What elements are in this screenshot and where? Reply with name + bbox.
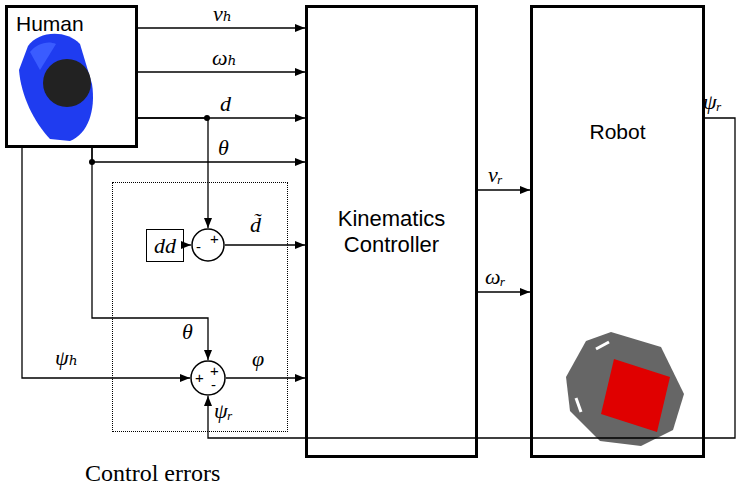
- robot-chassis: [566, 332, 684, 446]
- signal-label: ψᵣ: [214, 400, 233, 422]
- reference-name: dd: [154, 235, 176, 257]
- robot-top: [601, 359, 670, 432]
- signal-label: ψₕ: [55, 347, 78, 369]
- human-body: [19, 34, 93, 141]
- signal-label: ωₕ: [212, 47, 237, 69]
- region-heading: Control errors: [85, 461, 220, 485]
- signal-line: [138, 118, 208, 228]
- sign: +: [210, 231, 219, 246]
- human-box: Human: [5, 5, 138, 148]
- node-title: Robot: [533, 120, 702, 144]
- junction-circle: [192, 229, 224, 261]
- signal-label: θ: [218, 137, 229, 159]
- signal-label: d̃: [250, 214, 261, 236]
- robot-figure: [566, 332, 684, 446]
- robot-mark: [596, 342, 609, 349]
- summing-junction: +-: [191, 228, 225, 262]
- signal-line: [184, 244, 191, 245]
- sign: +: [210, 363, 219, 378]
- signal-line: [226, 377, 305, 378]
- sign: -: [211, 377, 216, 392]
- node-title: Kinematics Controller: [308, 206, 475, 257]
- signal-label: vₕ: [213, 3, 232, 25]
- signal-label: φ: [252, 348, 264, 370]
- signal-label: θ: [182, 321, 193, 343]
- robot-box: Robot: [530, 5, 705, 458]
- robot-mark: [576, 398, 581, 412]
- signal-label: d: [220, 93, 231, 115]
- signal-label: ωᵣ: [485, 266, 506, 288]
- signal-line: [92, 148, 305, 162]
- signal-line: [138, 27, 305, 28]
- reference-box: dd: [146, 229, 184, 262]
- summing-junction: + +-: [190, 360, 226, 396]
- signal-label: ψᵣ: [703, 91, 722, 113]
- junction-circle: [191, 361, 225, 395]
- signal-line: [92, 148, 208, 360]
- signal-line: [478, 189, 530, 190]
- signal-label: vᵣ: [488, 164, 503, 186]
- human-head: [43, 59, 91, 107]
- control-errors-region: Control errorsdd+-++-: [112, 182, 288, 432]
- signal-line: [138, 71, 305, 72]
- signal-line: [225, 244, 305, 245]
- controller-box: Kinematics Controller: [305, 5, 478, 458]
- signal-line: [478, 291, 530, 292]
- node-title: Human: [16, 12, 84, 36]
- sign: +: [195, 370, 204, 385]
- human-figure: [19, 34, 93, 141]
- sign: -: [196, 239, 201, 254]
